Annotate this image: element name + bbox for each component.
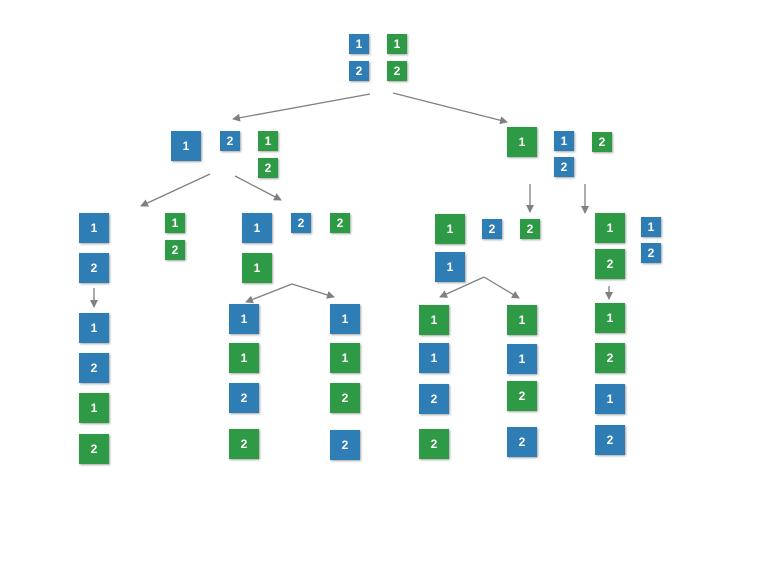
- tile-green-2: 2: [520, 219, 540, 239]
- tile-green-2: 2: [595, 249, 625, 279]
- tile-blue-2: 2: [330, 430, 360, 460]
- tile-blue-1: 1: [330, 304, 360, 334]
- tile-blue-1: 1: [554, 131, 574, 151]
- tile-green-1: 1: [435, 214, 465, 244]
- tile-blue-2: 2: [595, 425, 625, 455]
- tile-green-1: 1: [79, 393, 109, 423]
- tile-green-2: 2: [595, 343, 625, 373]
- tile-blue-1: 1: [435, 252, 465, 282]
- tile-green-1: 1: [419, 305, 449, 335]
- tile-green-1: 1: [229, 343, 259, 373]
- tile-blue-1: 1: [229, 304, 259, 334]
- tile-blue-2: 2: [79, 353, 109, 383]
- tile-blue-1: 1: [595, 384, 625, 414]
- tile-blue-2: 2: [482, 219, 502, 239]
- tile-green-1: 1: [242, 253, 272, 283]
- tile-blue-2: 2: [349, 61, 369, 81]
- tile-blue-1: 1: [79, 313, 109, 343]
- tile-green-1: 1: [507, 305, 537, 335]
- tile-green-2: 2: [258, 158, 278, 178]
- tile-blue-2: 2: [291, 213, 311, 233]
- tile-blue-2: 2: [229, 383, 259, 413]
- tile-green-2: 2: [387, 61, 407, 81]
- tile-green-2: 2: [165, 240, 185, 260]
- tile-green-2: 2: [507, 381, 537, 411]
- tile-green-2: 2: [592, 132, 612, 152]
- arrow: [232, 93, 371, 122]
- tile-blue-2: 2: [554, 157, 574, 177]
- tile-blue-2: 2: [419, 384, 449, 414]
- tile-blue-1: 1: [349, 34, 369, 54]
- arrow: [439, 276, 485, 298]
- tile-green-1: 1: [258, 131, 278, 151]
- tile-blue-1: 1: [242, 213, 272, 243]
- tile-green-1: 1: [330, 343, 360, 373]
- arrow: [291, 283, 335, 299]
- tile-green-2: 2: [79, 434, 109, 464]
- tile-green-1: 1: [165, 213, 185, 233]
- arrow: [140, 173, 211, 207]
- tile-green-1: 1: [595, 303, 625, 333]
- arrow: [234, 175, 282, 201]
- tile-green-2: 2: [229, 429, 259, 459]
- tile-blue-2: 2: [220, 131, 240, 151]
- tile-blue-1: 1: [419, 343, 449, 373]
- tile-blue-2: 2: [641, 243, 661, 263]
- tile-blue-1: 1: [171, 131, 201, 161]
- arrow: [483, 276, 520, 299]
- tile-green-2: 2: [330, 383, 360, 413]
- tile-green-1: 1: [595, 213, 625, 243]
- tile-blue-2: 2: [79, 253, 109, 283]
- tile-blue-1: 1: [79, 213, 109, 243]
- tile-green-1: 1: [387, 34, 407, 54]
- tile-green-2: 2: [419, 429, 449, 459]
- arrow: [392, 92, 508, 125]
- tile-blue-1: 1: [641, 217, 661, 237]
- tile-green-2: 2: [330, 213, 350, 233]
- tile-blue-1: 1: [507, 344, 537, 374]
- tile-blue-2: 2: [507, 427, 537, 457]
- tile-green-1: 1: [507, 127, 537, 157]
- arrow: [245, 283, 293, 304]
